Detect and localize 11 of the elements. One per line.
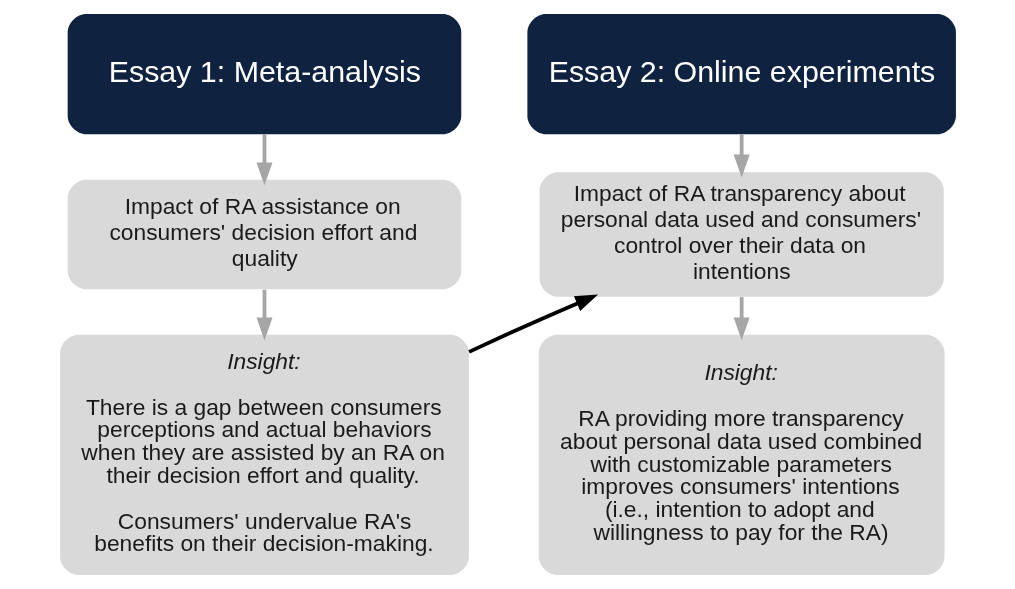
node-box: Insight: There is a gap between consumers perceptions and actual behaviors when they are assisted by an RA on their decision effort and quality. Consumers' undervalue RA's benefits on their decision-making.	[59, 334, 469, 575]
node-box: Essay 2: Online experiments	[526, 14, 956, 135]
arrow	[733, 134, 750, 178]
arrow	[255, 134, 272, 186]
node-box: Essay 1: Meta-analysis	[67, 14, 461, 135]
arrow	[733, 297, 750, 341]
node-box: Impact of RA assistance on consumers' decision effort and quality	[67, 179, 461, 290]
node-box: Impact of RA transparency about personal data used and consumers' control over their data on intentions	[539, 172, 944, 297]
arrow	[255, 289, 272, 341]
node-box: Insight: RA providing more transparency about personal data used combined with customizable parameters improves consumers' intentions (i.e., intention to adopt and willingness to pay for the RA)	[538, 334, 944, 575]
arrow	[467, 294, 598, 354]
